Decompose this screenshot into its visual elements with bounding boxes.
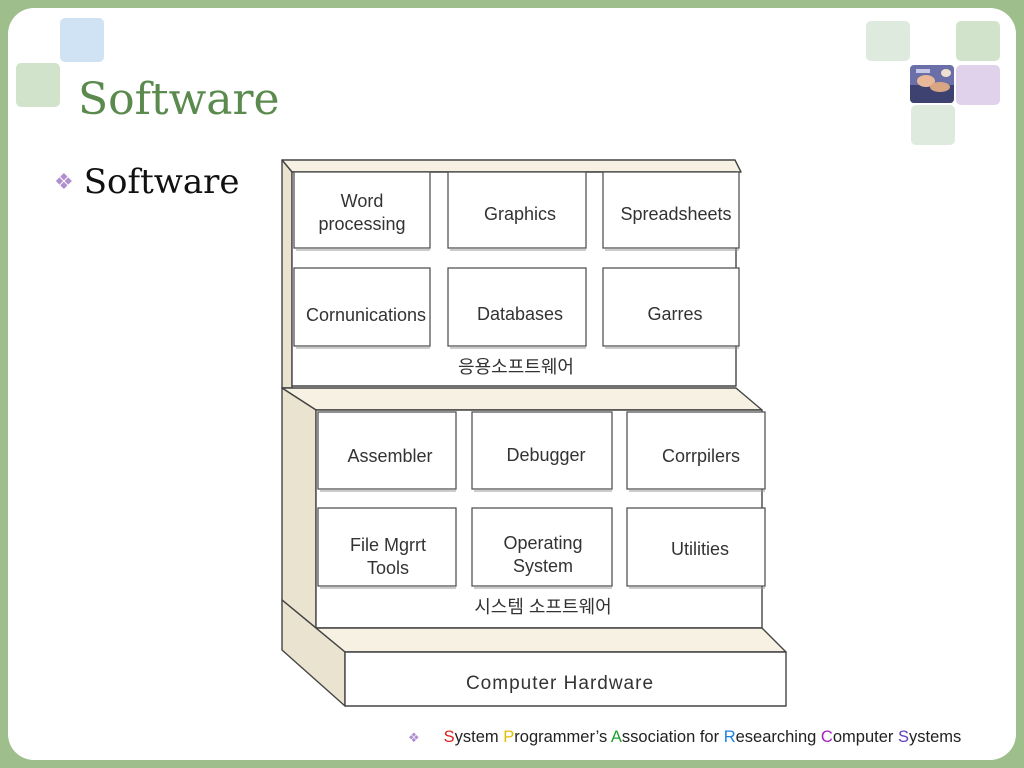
box-compilers [626,411,766,490]
box-spreadsheets [602,171,740,249]
system-layer-left-side [281,387,317,629]
app-layer-label: 응용소프트웨어 [458,357,574,377]
hardware-label: Computer Hardware [466,673,654,694]
footer-word: rogrammer’s [514,728,611,746]
decor-square [956,65,1000,105]
footer-word: omputer [832,728,898,746]
diamond-cluster-icon: ❖ [54,169,74,194]
box-assembler [317,411,457,490]
label-assembler: Assembler [347,446,432,466]
diamond-cluster-icon: ❖ [408,729,420,745]
decor-square [16,63,60,107]
label-graphics: Graphics [484,204,556,224]
footer-initial: S [443,728,455,746]
hardware-layer-front [344,651,787,707]
footer-word: ystem [454,728,504,746]
footer-initial: A [610,728,622,746]
footer-initial: C [820,728,833,746]
label-utilities: Utilities [671,539,729,559]
bullet-text: Software [83,162,240,202]
bullet-item: ❖ Software [54,162,240,202]
footer-word: ssociation for [621,728,724,746]
label-games: Garres [647,304,702,324]
box-file-mgmt-tools [317,507,457,587]
footer-initial: P [503,728,515,746]
app-layer-top [281,159,742,173]
box-games [602,267,740,347]
footer: ❖ System Programmer’s Association for Re… [408,728,961,747]
box-communications [293,267,431,347]
box-word-processing [293,171,431,249]
page-title: Software [78,74,280,125]
system-layer-label: 시스템 소프트웨어 [474,597,611,617]
photo-thumbnail [910,65,954,103]
box-debugger [471,411,613,490]
box-utilities [626,507,766,587]
box-graphics [447,171,587,249]
label-spreadsheets: Spreadsheets [620,204,731,224]
footer-text: System Programmer’s Association for Rese… [444,728,962,747]
label-databases: Databases [477,304,563,324]
box-operating-system [471,507,613,587]
decor-square [956,21,1000,61]
footer-word: ystems [908,728,962,746]
label-communications: Cornunications [306,305,426,325]
footer-initial: R [723,728,736,746]
decor-square [911,105,955,145]
decor-square [60,18,104,62]
footer-initial: S [897,728,909,746]
app-layer-left-side [281,159,293,389]
box-databases [447,267,587,347]
label-debugger: Debugger [506,445,585,465]
decor-square [866,21,910,61]
footer-word: esearching [735,728,821,746]
label-compilers: Corrpilers [662,446,740,466]
system-layer-top [281,387,763,411]
